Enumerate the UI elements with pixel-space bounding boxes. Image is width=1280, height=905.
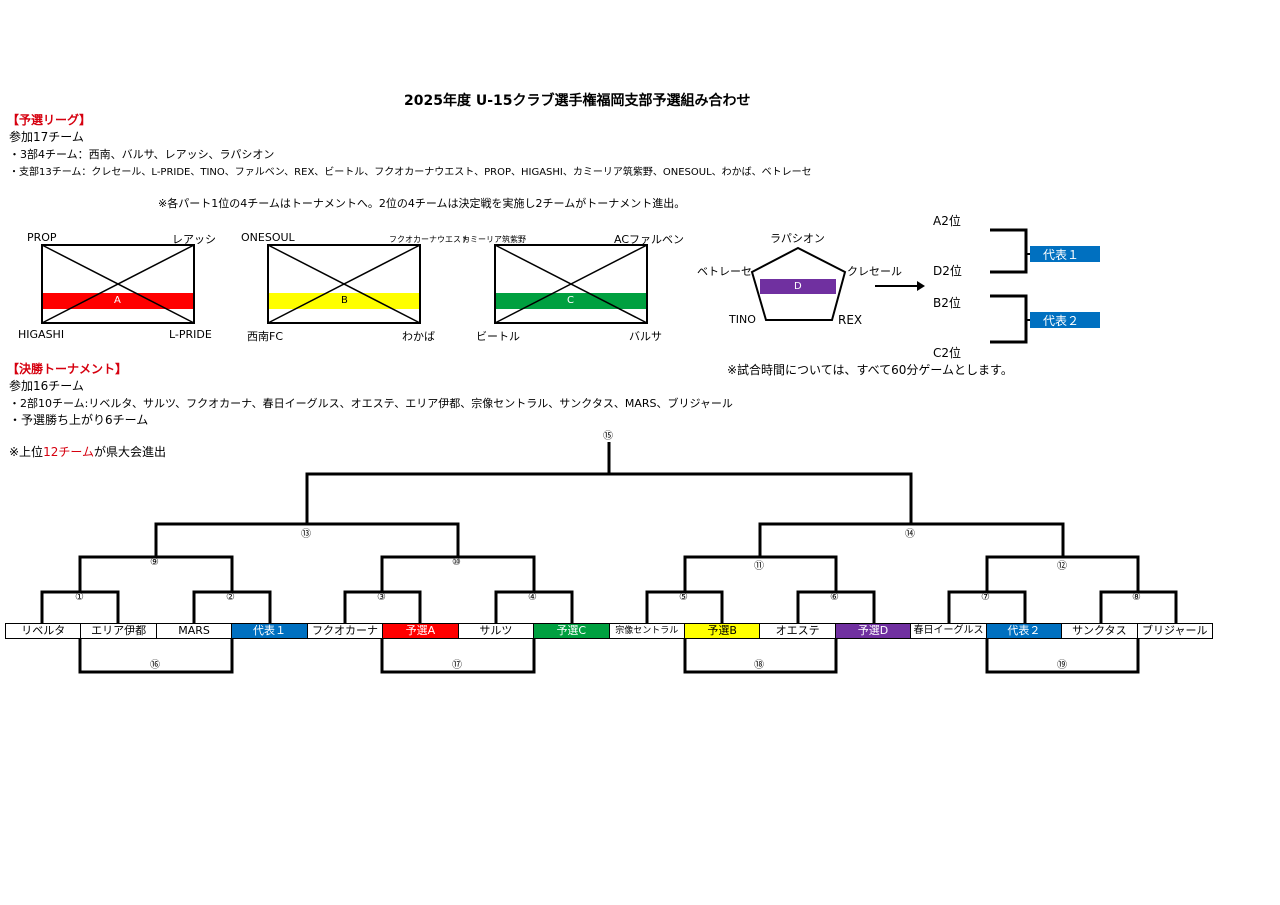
match-10: ⑩	[452, 557, 461, 568]
tournament-bracket	[40, 442, 1178, 674]
group-c-label: C	[567, 295, 574, 306]
match-18: ⑱	[754, 660, 764, 671]
team-slot: 代表２	[986, 623, 1063, 639]
group-a-top-right: レアッシ	[172, 233, 216, 246]
team-slot: サンクタス	[1062, 623, 1138, 639]
group-c-box	[494, 244, 648, 324]
match-7: ⑦	[981, 592, 990, 603]
playoff-b2: B2位	[933, 296, 961, 310]
team-slots: リベルタ エリア伊都 MARS 代表１ フクオカーナ 予選A サルツ 予選C 宗…	[5, 623, 1213, 639]
group-a-label: A	[114, 295, 121, 306]
group-c-band	[496, 293, 646, 309]
league-line-2: ・支部13チーム：クレセール、L-PRIDE、TINO、ファルベン、REX、ビー…	[9, 167, 812, 178]
team-slot: 予選C	[534, 623, 610, 639]
group-d-top: ラパシオン	[770, 232, 825, 245]
match-17: ⑰	[452, 660, 462, 671]
playoff-rep-2: 代表２	[1043, 314, 1080, 328]
playoff-rep-1: 代表１	[1043, 248, 1080, 262]
group-d-bottom-left: TINO	[729, 313, 756, 326]
arrow-icon	[875, 281, 925, 291]
group-c-bottom-right: バルサ	[629, 330, 662, 343]
league-line-1: ・3部4チーム：西南、バルサ、レアッシ、ラパシオン	[9, 148, 275, 161]
team-slot: MARS	[156, 623, 233, 639]
tournament-heading: 【決勝トーナメント】	[7, 362, 128, 376]
page-title: 2025年度 U-15クラブ選手権福岡支部予選組み合わせ	[404, 93, 751, 109]
match-13: ⑬	[301, 529, 311, 540]
team-slot: 予選A	[383, 623, 459, 639]
group-c-top-left: カミーリア筑紫野	[462, 235, 526, 244]
playoff-brackets	[990, 228, 1100, 344]
group-d-bottom-right: REX	[838, 313, 863, 327]
group-b-top-left: ONESOUL	[241, 231, 295, 244]
tournament-line-1: ・2部10チーム:リベルタ、サルツ、フクオカーナ、春日イーグルス、オエステ、エリ…	[9, 397, 733, 410]
team-slot: サルツ	[458, 623, 535, 639]
group-d-left: ベトレーセ	[697, 265, 752, 278]
team-slot: フクオカーナ	[307, 623, 384, 639]
team-slot: 春日イーグルス	[911, 623, 987, 639]
group-d-pentagon	[750, 246, 847, 321]
group-b-band	[269, 293, 419, 309]
group-b-box	[267, 244, 421, 324]
tournament-count: 参加16チーム	[9, 379, 84, 393]
match-2: ②	[226, 592, 235, 603]
group-a-top-left: PROP	[27, 231, 57, 244]
match-11: ⑪	[754, 561, 764, 572]
match-4: ④	[528, 592, 537, 603]
team-slot: ブリジャール	[1137, 623, 1213, 639]
match-16: ⑯	[150, 660, 160, 671]
match-19: ⑲	[1057, 660, 1067, 671]
league-count: 参加17チーム	[9, 130, 84, 144]
playoff-c2: C2位	[933, 346, 962, 360]
team-slot: 宗像セントラル	[609, 623, 685, 639]
time-note: ※試合時間については、すべて60分ゲームとします。	[727, 363, 1013, 377]
group-d-label: D	[794, 281, 802, 292]
group-a-bottom-right: L-PRIDE	[169, 328, 212, 341]
group-b-bottom-left: 西南FC	[247, 330, 284, 343]
match-1: ①	[75, 592, 84, 603]
team-slot: 予選D	[835, 623, 912, 639]
match-5: ⑤	[679, 592, 688, 603]
team-slot: オエステ	[760, 623, 836, 639]
match-3: ③	[377, 592, 386, 603]
match-15: ⑮	[603, 431, 613, 442]
group-a-band	[43, 293, 193, 309]
match-14: ⑭	[905, 529, 915, 540]
group-c-bottom-left: ビートル	[476, 330, 520, 343]
team-slot: リベルタ	[5, 623, 82, 639]
group-b-bottom-right: わかば	[402, 330, 435, 343]
group-a-bottom-left: HIGASHI	[18, 328, 65, 341]
team-slot: 予選B	[684, 623, 761, 639]
match-8: ⑧	[1132, 592, 1141, 603]
advance-note: ※上位12チームが県大会進出	[9, 445, 166, 459]
group-c-top-right: ACファルベン	[614, 233, 685, 246]
match-6: ⑥	[830, 592, 839, 603]
playoff-a2: A2位	[933, 214, 961, 228]
group-d-right: クレセール	[847, 265, 902, 278]
group-b-label: B	[341, 295, 348, 306]
team-slot: 代表１	[232, 623, 308, 639]
group-b-top-right: フクオカーナウエスト	[389, 235, 469, 244]
league-note: ※各パート1位の4チームはトーナメントへ。2位の4チームは決定戦を実施し2チーム…	[158, 197, 686, 210]
team-slot: エリア伊都	[81, 623, 157, 639]
playoff-d2: D2位	[933, 264, 962, 278]
match-9: ⑨	[150, 557, 159, 568]
match-12: ⑫	[1057, 561, 1067, 572]
group-a-box	[41, 244, 195, 324]
tournament-line-2: ・予選勝ち上がり6チーム	[9, 413, 149, 427]
league-heading: 【予選リーグ】	[7, 113, 92, 127]
group-d-band	[760, 279, 836, 294]
